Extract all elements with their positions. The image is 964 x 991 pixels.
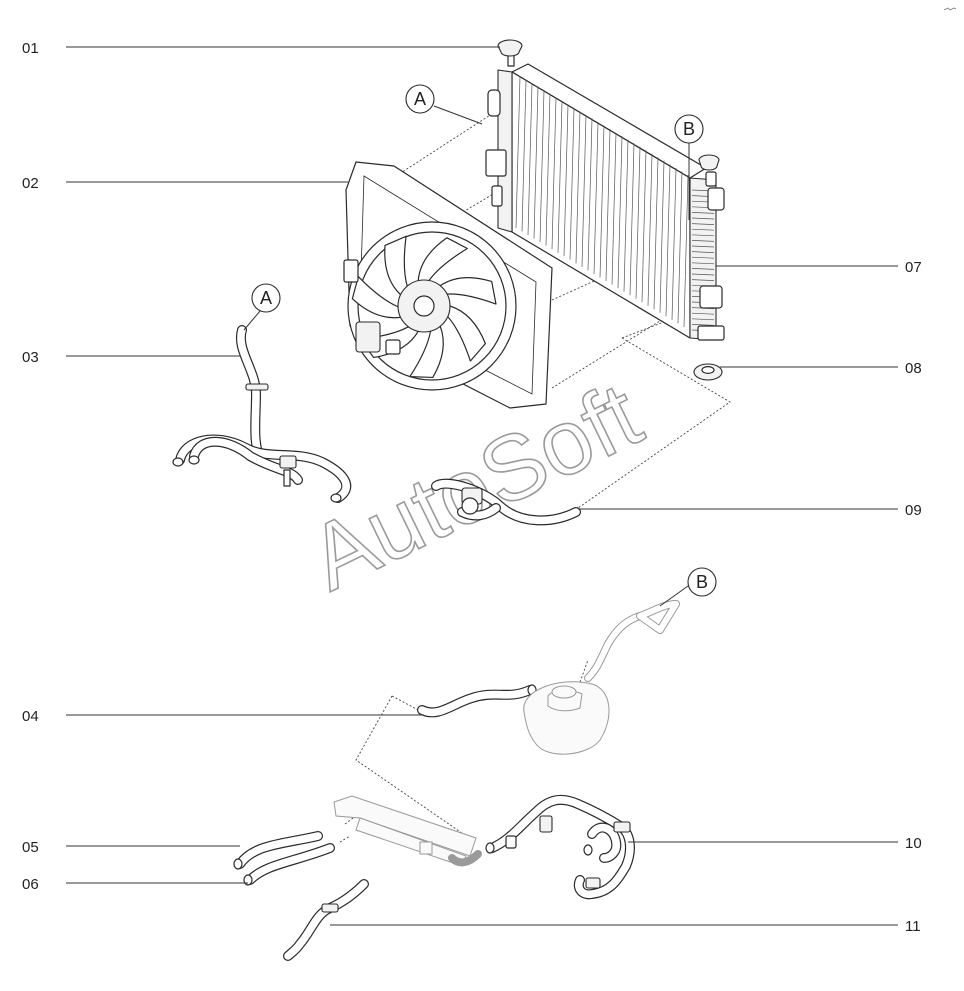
callout-06: 06 — [22, 876, 248, 893]
callout-11: 11 — [330, 918, 921, 935]
callout-label-03: 03 — [22, 349, 39, 366]
callout-label-07: 07 — [905, 259, 922, 276]
ref-marker-a-label: A — [414, 89, 426, 109]
callout-label-04: 04 — [22, 708, 39, 725]
ref-marker-b-radiator: B — [674, 114, 704, 220]
callout-label-06: 06 — [22, 876, 39, 893]
callout-05: 05 — [22, 839, 240, 856]
ref-marker-b-label: B — [683, 119, 695, 139]
fan-shroud — [343, 161, 553, 409]
expansion-tank — [523, 600, 680, 755]
corner-mark — [943, 7, 957, 11]
callout-label-02: 02 — [22, 175, 39, 192]
ref-marker-a-radiator: A — [405, 84, 483, 125]
callout-07: 07 — [716, 259, 922, 276]
ref-marker-a-hose-label: A — [260, 288, 272, 308]
callout-label-11: 11 — [905, 918, 921, 935]
radiator-mount — [693, 363, 723, 381]
lower-hose-assembly — [172, 325, 352, 503]
ref-marker-a-hose: A — [243, 283, 281, 331]
bleed-hose — [417, 684, 537, 718]
oil-cooler-bracket — [333, 795, 482, 867]
callout-10: 10 — [628, 835, 922, 852]
ref-marker-b-hose: B — [659, 567, 717, 607]
callout-label-09: 09 — [905, 502, 922, 519]
thermostat-hose — [431, 478, 581, 526]
callout-03: 03 — [22, 349, 240, 366]
callout-01: 01 — [22, 40, 500, 57]
callout-label-10: 10 — [905, 835, 922, 852]
callout-label-08: 08 — [905, 360, 922, 377]
radiator — [485, 63, 725, 341]
radiator-cap — [497, 39, 523, 67]
ref-marker-b-hose-label: B — [696, 572, 708, 592]
side-tank-cap — [698, 154, 720, 171]
coolant-pipe-assembly — [485, 794, 635, 900]
callout-label-05: 05 — [22, 839, 39, 856]
bypass-hose — [283, 879, 369, 961]
callout-04: 04 — [22, 708, 424, 725]
heater-hoses — [233, 831, 335, 886]
callout-08: 08 — [720, 360, 922, 377]
callout-02: 02 — [22, 175, 348, 192]
side-tank-ribs — [691, 189, 715, 332]
callout-label-01: 01 — [22, 40, 39, 57]
callout-09: 09 — [578, 502, 922, 519]
